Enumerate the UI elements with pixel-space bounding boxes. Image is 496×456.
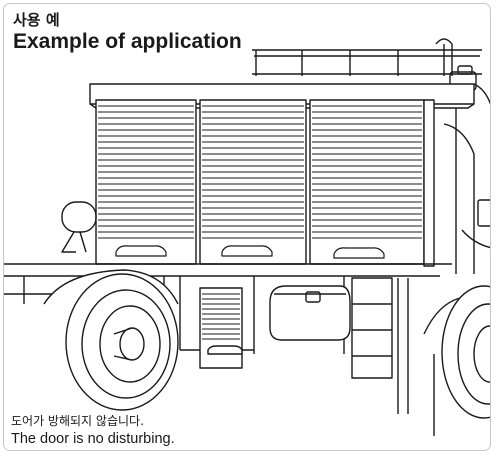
lower-handle	[207, 345, 243, 355]
illustration-frame: 사용 예 Example of application 도어가 방해되지 않습니…	[3, 3, 491, 451]
access-steps	[351, 277, 409, 414]
heading-english: Example of application	[13, 30, 244, 54]
shutter-handles	[115, 245, 385, 259]
roof-rack	[252, 38, 482, 91]
tank-body	[443, 83, 490, 274]
pump-cylinder	[61, 201, 97, 253]
right-wheel	[423, 285, 490, 436]
caption-english: The door is no disturbing.	[11, 431, 175, 447]
heading-korean: 사용 예	[13, 9, 60, 30]
lower-compartment	[199, 287, 243, 369]
caption-korean: 도어가 방해되지 않습니다.	[11, 412, 144, 429]
fuel-tank	[269, 285, 351, 341]
shutter-compartments	[95, 99, 435, 267]
left-wheel	[65, 273, 179, 411]
fire-truck-illustration	[4, 38, 490, 436]
